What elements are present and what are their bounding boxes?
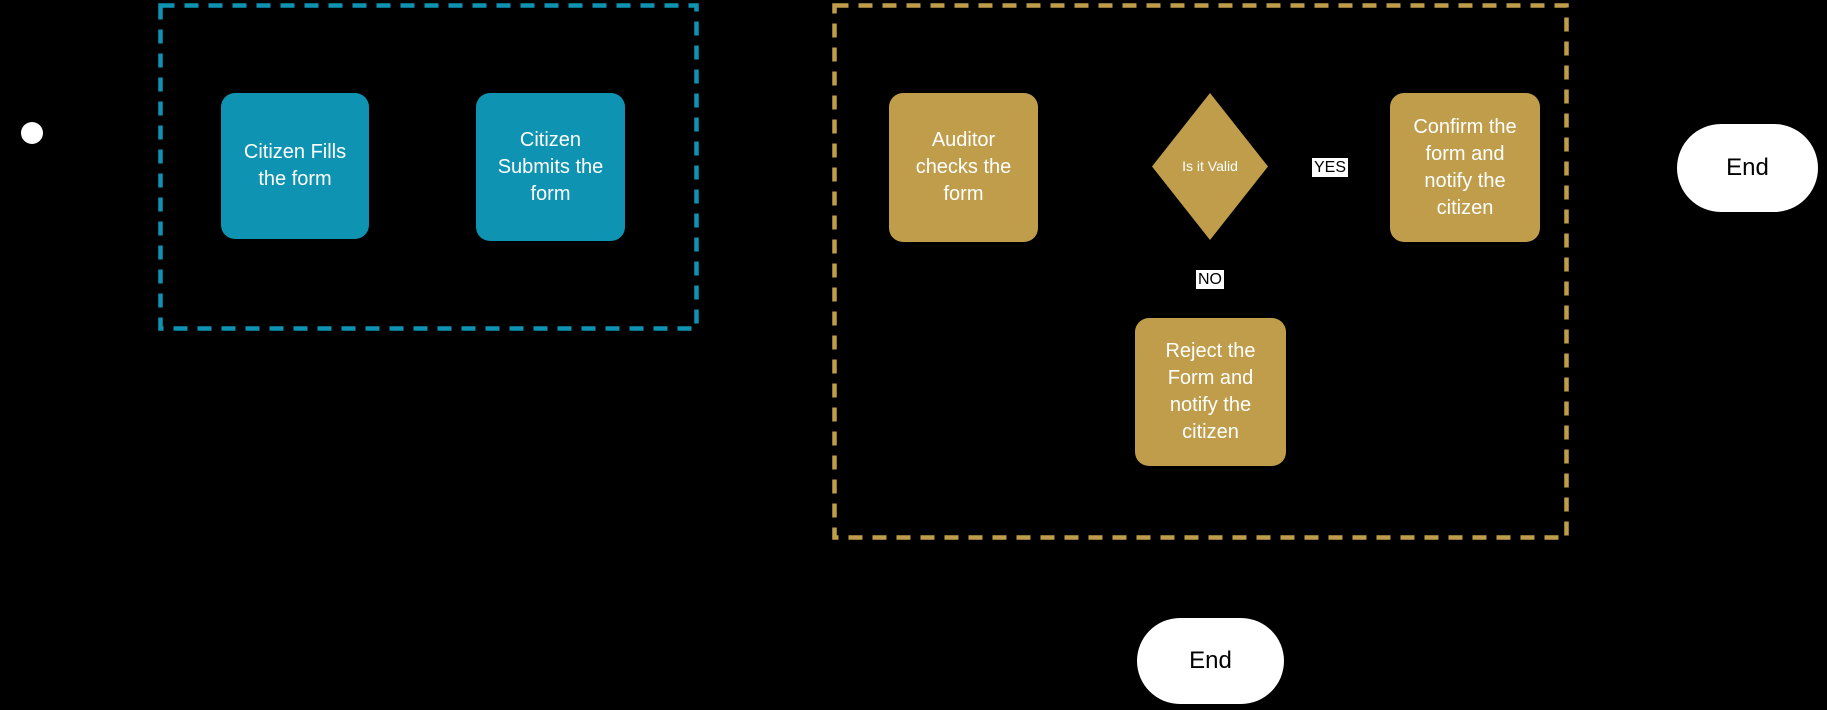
end-node-main: End — [1677, 124, 1818, 212]
auditor-lane-border — [832, 3, 1569, 540]
citizen-lane-border — [158, 3, 699, 331]
start-node — [21, 122, 43, 144]
decision-is-it-valid-label: Is it Valid — [1182, 158, 1238, 174]
node-confirm-notify-label: Confirm the form and notify the citizen — [1413, 115, 1517, 219]
node-citizen-submits: Citizen Submits the form — [476, 93, 625, 241]
edge-label-yes: YES — [1312, 158, 1349, 177]
node-citizen-fills-label: Citizen Fills the form — [243, 141, 347, 190]
node-citizen-submits-label: Citizen Submits the form — [497, 128, 604, 205]
node-auditor-checks: Auditor checks the form — [889, 93, 1038, 242]
node-confirm-notify: Confirm the form and notify the citizen — [1390, 93, 1540, 242]
node-reject-notify: Reject the Form and notify the citizen — [1135, 318, 1286, 466]
node-citizen-fills: Citizen Fills the form — [221, 93, 369, 239]
node-auditor-checks-label: Auditor checks the form — [915, 129, 1012, 205]
edge-label-no: NO — [1196, 270, 1224, 289]
end-node-reject: End — [1137, 618, 1284, 704]
node-reject-notify-label: Reject the Form and notify the citizen — [1165, 340, 1256, 443]
